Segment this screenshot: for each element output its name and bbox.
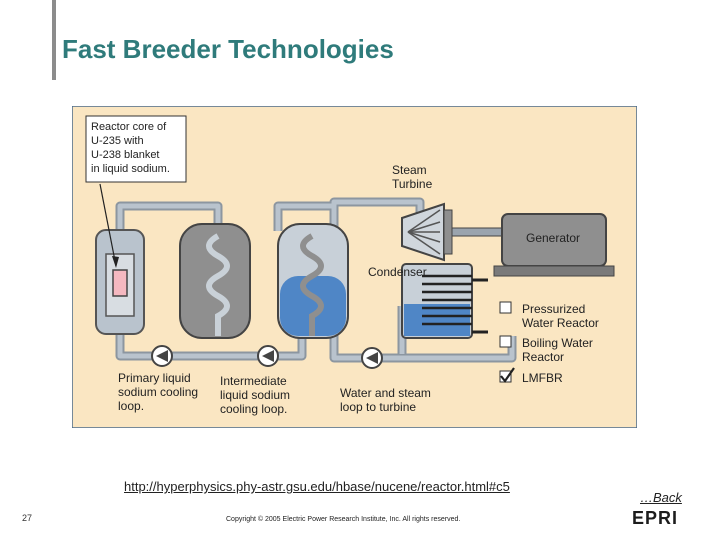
primary-loop-label-1: Primary liquid <box>118 371 191 385</box>
generator-label: Generator <box>526 231 580 245</box>
epri-logo: EPRI <box>632 508 679 528</box>
page-number: 27 <box>22 513 33 523</box>
water-loop-label-1: Water and steam <box>340 386 431 400</box>
copyright-notice: Copyright © 2005 Electric Power Research… <box>226 516 461 523</box>
callout-line-1: Reactor core of <box>91 121 167 133</box>
intermediate-loop-label-3: cooling loop. <box>220 402 287 416</box>
primary-loop-label-2: sodium cooling <box>118 385 198 399</box>
callout-line-4: in liquid sodium. <box>91 163 170 175</box>
legend-pwr-line-2: Water Reactor <box>522 316 599 330</box>
steam-turbine <box>401 202 453 262</box>
source-url-link[interactable]: http://hyperphysics.phy-astr.gsu.edu/hba… <box>124 479 510 494</box>
generator <box>493 213 615 277</box>
reactor-diagram: Reactor core of U-235 with U-238 blanket… <box>72 106 637 428</box>
steam-turbine-label-2: Turbine <box>392 177 433 191</box>
title-accent-bar <box>52 0 56 80</box>
reactor-type-legend: Pressurized Water Reactor Boiling Water … <box>499 301 599 385</box>
reactor-core <box>112 269 128 297</box>
legend-checkbox-bwr <box>499 335 512 348</box>
intermediate-loop-label-1: Intermediate <box>220 374 287 388</box>
steam-turbine-label-1: Steam <box>392 163 427 177</box>
callout-line-3: U-238 blanket <box>91 149 160 161</box>
legend-pwr-line-1: Pressurized <box>522 302 585 316</box>
intermediate-loop-label-2: liquid sodium <box>220 388 290 402</box>
slide-title: Fast Breeder Technologies <box>62 34 394 64</box>
water-loop-label-2: loop to turbine <box>340 400 416 414</box>
turbine-shaft <box>451 227 503 237</box>
back-link[interactable]: …Back <box>640 490 682 505</box>
reactor-core-callout: Reactor core of U-235 with U-238 blanket… <box>85 115 187 268</box>
legend-bwr-line-1: Boiling Water <box>522 336 593 350</box>
condenser-label: Condenser <box>368 265 427 279</box>
callout-line-2: U-235 with <box>91 135 144 147</box>
legend-checkbox-pwr <box>499 301 512 314</box>
checkmark-icon <box>500 367 515 383</box>
legend-lmfbr-line-1: LMFBR <box>522 371 563 385</box>
legend-bwr-line-2: Reactor <box>522 350 564 364</box>
primary-loop-label-3: loop. <box>118 399 144 413</box>
condenser <box>401 263 488 339</box>
